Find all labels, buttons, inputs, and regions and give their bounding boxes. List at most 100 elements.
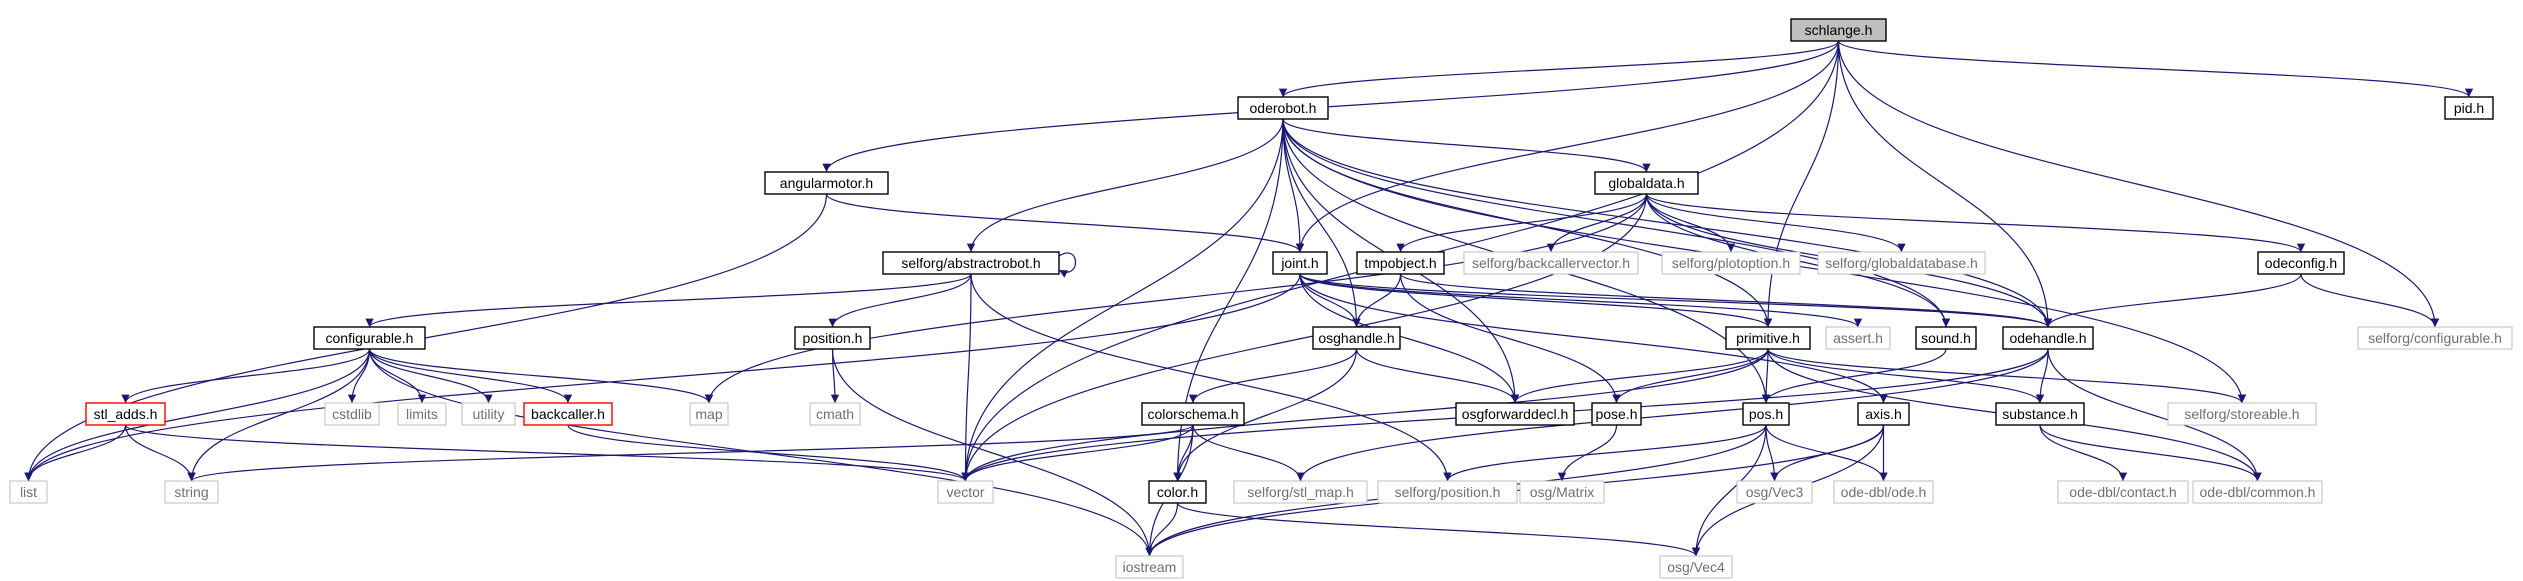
node-contact-h[interactable]: ode-dbl/contact.h [2057, 480, 2189, 504]
edge-oderobot_h-to-vector [961, 118, 1284, 482]
edge-pos_h-to-osg_vec4 [1691, 424, 1767, 557]
edge-abstractrobot_h-to-sposition_h [970, 273, 1452, 482]
node-label: ode-dbl/ode.h [1841, 484, 1927, 500]
node-odehandle-h[interactable]: odehandle.h [2002, 326, 2094, 350]
edge-joint_h-to-odehandle_h [1299, 273, 2052, 328]
node-label: assert.h [1833, 330, 1883, 346]
node-iostream[interactable]: iostream [1115, 555, 1184, 579]
edge-odehandle_h-to-common_h [2047, 348, 2262, 482]
node-list[interactable]: list [9, 480, 48, 504]
node-globaldata-h[interactable]: globaldata.h [1594, 171, 1699, 195]
node-string[interactable]: string [164, 480, 219, 504]
node-utility[interactable]: utility [461, 402, 516, 426]
node-box [1817, 251, 1986, 275]
node-odeconfig-h[interactable]: odeconfig.h [2257, 251, 2345, 275]
node-box [882, 251, 1060, 275]
node-schlange-h[interactable]: schlange.h [1790, 18, 1887, 42]
node-box [1463, 251, 1639, 275]
node-pid-h[interactable]: pid.h [2444, 96, 2494, 120]
node-box [1455, 402, 1575, 426]
node-limits[interactable]: limits [397, 402, 447, 426]
node-configurable-h[interactable]: configurable.h [313, 326, 426, 350]
node-box [2357, 326, 2513, 350]
node-label: iostream [1123, 559, 1177, 575]
node-stl-adds-h[interactable]: stl_adds.h [85, 402, 166, 426]
node-label: osgforwarddecl.h [1462, 406, 1569, 422]
node-box [1312, 326, 1401, 350]
node-color-h[interactable]: color.h [1148, 480, 1207, 504]
node-joint-h[interactable]: joint.h [1272, 251, 1328, 275]
node-box [1237, 96, 1329, 120]
node-ode-h[interactable]: ode-dbl/ode.h [1833, 480, 1934, 504]
node-oderobot-h[interactable]: oderobot.h [1237, 96, 1329, 120]
node-tmpobject-h[interactable]: tmpobject.h [1356, 251, 1445, 275]
node-cstdlib[interactable]: cstdlib [324, 402, 380, 426]
node-box [85, 402, 166, 426]
edge-primitive_h-to-pos_h [1761, 348, 1771, 404]
node-box [2057, 480, 2189, 504]
node-backcallervector-h[interactable]: selforg/backcallervector.h [1463, 251, 1639, 275]
node-angularmotor-h[interactable]: angularmotor.h [764, 171, 889, 195]
node-osg-vec4[interactable]: osg/Vec4 [1659, 555, 1733, 579]
node-globaldatabase-h[interactable]: selforg/globaldatabase.h [1817, 251, 1986, 275]
edge-stl_adds_h-to-list [24, 424, 127, 482]
node-label: odehandle.h [2009, 330, 2086, 346]
node-label: selforg/stl_map.h [1247, 484, 1354, 500]
node-osg-matrix[interactable]: osg/Matrix [1519, 480, 1605, 504]
node-sound-h[interactable]: sound.h [1915, 326, 1977, 350]
edge-primitive_h-to-vector [961, 348, 1769, 482]
edge-colorschema_h-to-vector [961, 424, 1194, 482]
node-box [1661, 251, 1801, 275]
node-osg-vec3[interactable]: osg/Vec3 [1736, 480, 1813, 504]
edge-tmpobject_h-to-osghandle_h [1352, 273, 1402, 328]
node-pose-h[interactable]: pose.h [1591, 402, 1642, 426]
node-common-h[interactable]: ode-dbl/common.h [2192, 480, 2323, 504]
node-box [1115, 555, 1184, 579]
node-box [937, 480, 994, 504]
edge-substance_h-to-common_h [2039, 424, 2262, 482]
edge-abstractrobot_h-to-position_h [828, 273, 972, 328]
node-stl-map-h[interactable]: selforg/stl_map.h [1233, 480, 1368, 504]
node-plotoption-h[interactable]: selforg/plotoption.h [1661, 251, 1801, 275]
node-osghandle-h[interactable]: osghandle.h [1312, 326, 1401, 350]
node-backcaller-h[interactable]: backcaller.h [523, 402, 613, 426]
node-sposition-h[interactable]: selforg/position.h [1377, 480, 1518, 504]
edge-oderobot_h-to-odehandle_h [1282, 118, 2053, 328]
node-primitive-h[interactable]: primitive.h [1725, 326, 1811, 350]
node-box [1725, 326, 1811, 350]
node-box [1825, 326, 1891, 350]
node-box [1591, 402, 1642, 426]
edge-substance_h-to-contact_h [2039, 424, 2128, 482]
node-box [1148, 480, 1207, 504]
edge-schlange_h-to-odehandle_h [1837, 40, 2053, 328]
node-pos-h[interactable]: pos.h [1742, 402, 1790, 426]
node-colorschema-h[interactable]: colorschema.h [1141, 402, 1245, 426]
node-storeable-h[interactable]: selforg/storeable.h [2167, 402, 2317, 426]
node-axis-h[interactable]: axis.h [1857, 402, 1910, 426]
node-map[interactable]: map [689, 402, 729, 426]
node-osgforwarddecl-h[interactable]: osgforwarddecl.h [1455, 402, 1575, 426]
node-box [1519, 480, 1605, 504]
edge-pos_h-to-sposition_h [1443, 424, 1767, 482]
node-box [2167, 402, 2317, 426]
node-box [9, 480, 48, 504]
node-label: backcaller.h [531, 406, 605, 422]
node-sconfigurable-h[interactable]: selforg/configurable.h [2357, 326, 2513, 350]
node-assert-h[interactable]: assert.h [1825, 326, 1891, 350]
edge-schlange_h-to-angularmotor_h [822, 40, 1840, 173]
node-abstractrobot-h[interactable]: selforg/abstractrobot.h [882, 251, 1060, 275]
node-vector[interactable]: vector [937, 480, 994, 504]
node-label: stl_adds.h [94, 406, 158, 422]
node-label: osghandle.h [1318, 330, 1394, 346]
node-label: axis.h [1865, 406, 1902, 422]
edge-schlange_h-to-sconfigurable_h [1837, 40, 2440, 328]
node-cmath[interactable]: cmath [809, 402, 861, 426]
edge-tmpobject_h-to-odehandle_h [1399, 273, 2052, 328]
node-label: selforg/configurable.h [2368, 330, 2502, 346]
node-box [1833, 480, 1934, 504]
edge-angularmotor_h-to-joint_h [825, 193, 1305, 253]
node-substance-h[interactable]: substance.h [1995, 402, 2085, 426]
edge-oderobot_h-to-sound_h [1282, 118, 1951, 328]
node-position-h[interactable]: position.h [794, 326, 871, 350]
node-box [1857, 402, 1910, 426]
